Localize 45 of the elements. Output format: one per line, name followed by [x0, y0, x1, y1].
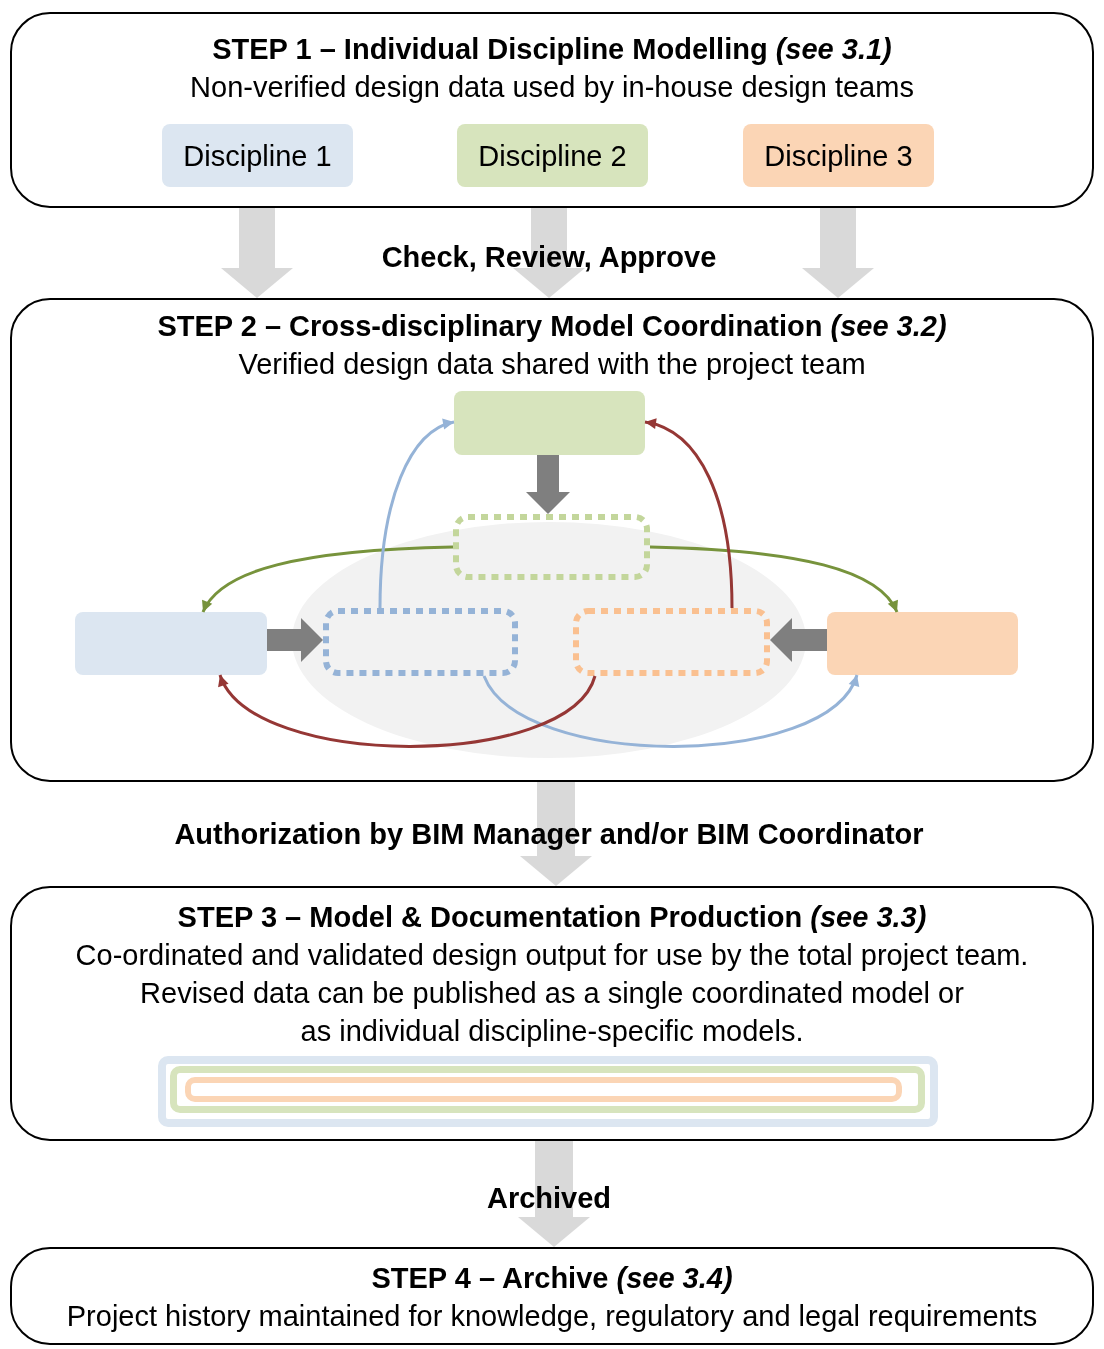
step-description: Project history maintained for knowledge, regulatory and legal requirements — [66, 1299, 1038, 1334]
block-arrow — [520, 782, 592, 886]
model-box — [75, 612, 267, 675]
step-title: STEP 3 – Model & Documentation Production (see 3.3) — [177, 900, 927, 935]
discipline-box — [743, 124, 934, 187]
edge-label: Check, Review, Approve — [381, 242, 717, 272]
step-panel — [10, 12, 1094, 208]
step-title: STEP 2 – Cross-disciplinary Model Coordination (see 3.2) — [157, 309, 947, 344]
model-box — [827, 612, 1018, 675]
step-description: Non-verified design data used by in-house design teams — [190, 70, 914, 105]
curved-arrow — [482, 674, 859, 748]
step-description: Revised data can be published as a single coordinated model or as individual discipline-specific models. — [139, 976, 965, 1049]
block-arrow — [221, 208, 293, 298]
step-description: Verified design data shared with the project team — [238, 347, 866, 382]
discipline-box — [457, 124, 648, 187]
dotted-box — [323, 608, 518, 676]
block-arrow — [518, 1141, 590, 1247]
box-label: Discipline 2 — [478, 138, 627, 174]
edge-label: Authorization by BIM Manager and/or BIM Coordinator — [174, 819, 924, 849]
block-arrow — [770, 618, 827, 662]
curved-arrow — [649, 545, 899, 613]
edge-label: Archived — [486, 1183, 612, 1213]
discipline-box — [162, 124, 353, 187]
step-panel — [10, 1247, 1094, 1345]
box-label: Discipline 1 — [183, 138, 332, 174]
block-arrow — [802, 208, 874, 298]
block-arrow — [526, 455, 570, 514]
model-box — [454, 391, 645, 455]
step-panel — [10, 298, 1094, 782]
block-arrow — [513, 208, 585, 298]
curved-arrow — [218, 674, 597, 748]
step-description: Co-ordinated and validated design output for use by the total project team. — [75, 938, 1029, 973]
curved-arrow — [644, 419, 734, 609]
dotted-box — [573, 608, 770, 676]
curved-arrow — [378, 419, 455, 609]
step-title: STEP 4 – Archive (see 3.4) — [371, 1261, 733, 1296]
dotted-box — [453, 514, 650, 580]
block-arrow — [267, 618, 323, 662]
step-title: STEP 1 – Individual Discipline Modelling (see 3.1) — [212, 32, 892, 67]
box-label: Discipline 3 — [764, 138, 913, 174]
model-frame — [185, 1077, 902, 1102]
model-frame — [170, 1066, 925, 1113]
model-frame — [158, 1056, 938, 1127]
curved-arrow — [201, 545, 454, 613]
step-panel — [10, 886, 1094, 1141]
